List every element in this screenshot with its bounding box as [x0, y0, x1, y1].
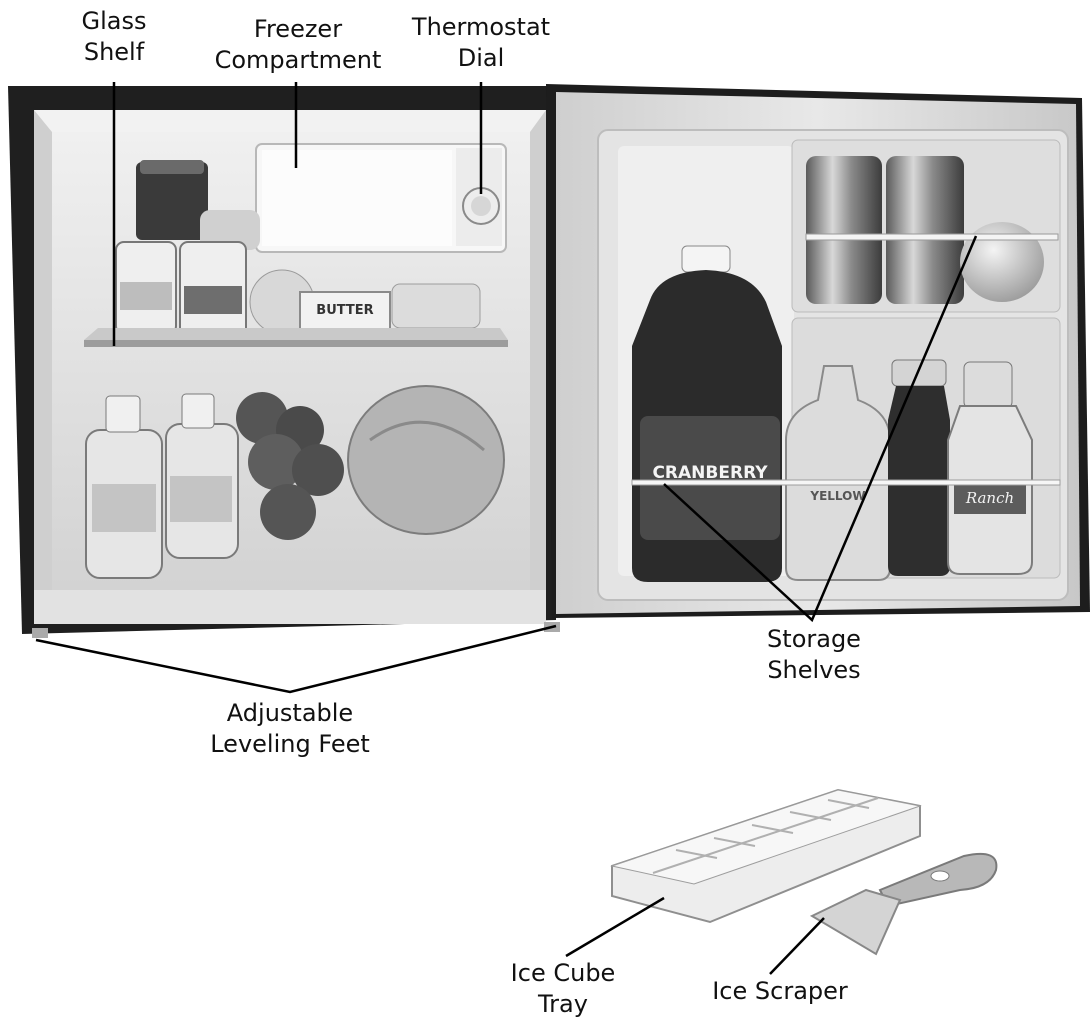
egg-carton [391, 283, 481, 329]
label-glass-shelf: Glass Shelf [82, 6, 147, 68]
label-tray-line2: Tray [538, 990, 588, 1018]
glass-shelf [84, 328, 508, 347]
door-cans [806, 156, 964, 304]
label-freezer-compartment: Freezer Compartment [215, 14, 382, 76]
label-tray-line1: Ice Cube [510, 959, 616, 987]
ice-cube-tray [610, 788, 922, 924]
mustard-text: YELLOW [809, 489, 865, 503]
sauce-bottle [888, 359, 950, 576]
label-scraper-line1: Ice Scraper [712, 977, 848, 1005]
door-fruit [960, 222, 1044, 302]
leveling-foot-left [32, 628, 48, 638]
label-storage-shelves: Storage Shelves [767, 624, 861, 686]
thermostat-dial[interactable] [462, 187, 500, 225]
label-thermostat-line1: Thermostat [411, 13, 551, 41]
label-freezer-line2: Compartment [214, 46, 382, 74]
cranberry-jug: CRANBERRY [632, 245, 782, 582]
leader-leveling-feet [35, 624, 557, 694]
label-storage-line2: Shelves [767, 656, 861, 684]
label-thermostat-dial: Thermostat Dial [412, 12, 550, 74]
cans-upper [115, 241, 247, 337]
upper-door-rail [805, 233, 1059, 241]
label-thermostat-line2: Dial [457, 44, 505, 72]
label-ice-scraper: Ice Scraper [712, 976, 848, 1007]
leader-ice-scraper [769, 917, 825, 975]
label-glass-shelf-line2: Shelf [83, 38, 145, 66]
cabbage [347, 385, 505, 535]
leader-ice-cube-tray [565, 896, 665, 958]
lower-door-rail [631, 479, 1061, 486]
leader-lines [35, 82, 978, 975]
cranberry-text: CRANBERRY [652, 463, 768, 483]
mustard-bottle: YELLOW [785, 365, 891, 581]
label-storage-line1: Storage [767, 625, 861, 653]
bottles-lower [85, 393, 239, 579]
label-freezer-line1: Freezer [253, 15, 343, 43]
label-adjustable-leveling-feet: Adjustable Leveling Feet [210, 698, 370, 760]
butter-text: BUTTER [316, 303, 373, 318]
ranch-bottle: Ranch [947, 361, 1033, 575]
label-feet-line1: Adjustable [226, 699, 354, 727]
label-feet-line2: Leveling Feet [210, 730, 370, 758]
ranch-text: Ranch [965, 489, 1014, 507]
leader-storage-shelves [663, 235, 978, 623]
label-glass-shelf-line1: Glass [81, 7, 147, 35]
crisper-base [34, 590, 546, 624]
broccoli [236, 392, 344, 540]
label-ice-cube-tray: Ice Cube Tray [511, 958, 616, 1020]
jar-top [136, 160, 260, 250]
ice-scraper [809, 852, 998, 956]
freezer-compartment [255, 143, 507, 253]
